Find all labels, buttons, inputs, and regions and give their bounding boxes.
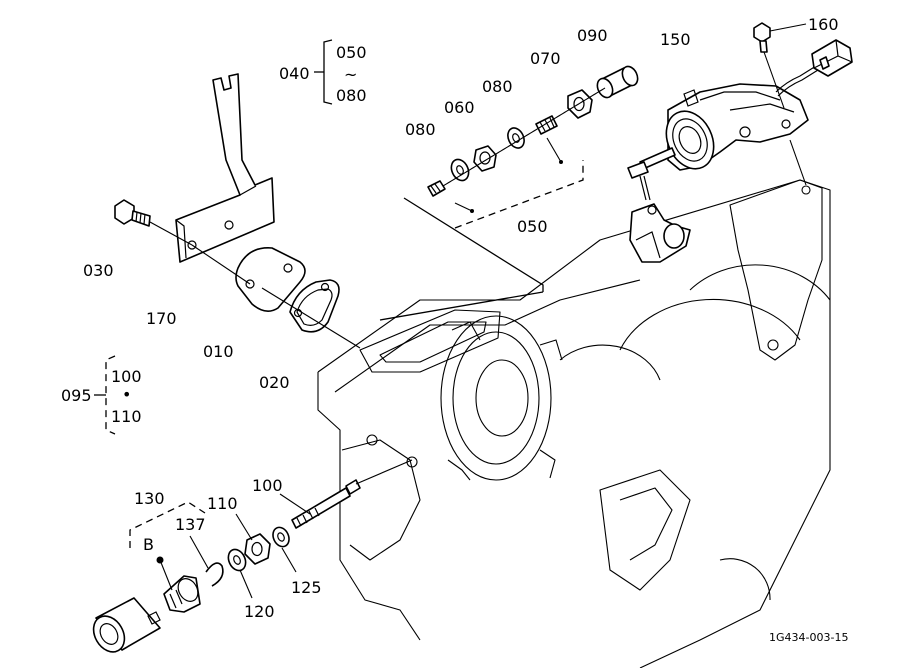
adjuster-body (156, 556, 201, 613)
label-120: 120 (244, 602, 275, 621)
washer-125 (272, 526, 297, 573)
label-B: B (143, 535, 154, 554)
gasket-020 (261, 279, 361, 349)
label-110: 110 (207, 494, 238, 513)
range-bracket-040 (314, 39, 333, 105)
bolt-160 (753, 22, 807, 109)
label-030: 030 (83, 261, 114, 280)
solenoid-mount-bracket (729, 179, 823, 361)
label-dot-sep: • (122, 385, 131, 404)
label-range-sep: ~ (344, 65, 357, 84)
wire-connector (775, 39, 853, 97)
group-bracket-130 (129, 501, 206, 548)
stop-solenoid-150 (627, 83, 809, 263)
figure-code: 1G434-003-15 (769, 631, 848, 644)
nut-110 (235, 513, 271, 565)
washer-120 (227, 548, 253, 599)
label-080-upper: 080 (482, 77, 513, 96)
bracket-170 (175, 73, 275, 263)
label-130: 130 (134, 489, 165, 508)
label-020: 020 (259, 373, 290, 392)
label-010: 010 (203, 342, 234, 361)
label-170: 170 (146, 309, 177, 328)
label-100-range: 100 (111, 367, 142, 386)
label-080-lower: 080 (405, 120, 436, 139)
label-070: 070 (530, 49, 561, 68)
label-050-range: 050 (336, 43, 367, 62)
cover-cap-130 (92, 597, 161, 653)
label-040: 040 (279, 64, 310, 83)
label-160: 160 (808, 15, 839, 34)
label-060: 060 (444, 98, 475, 117)
label-125: 125 (291, 578, 322, 597)
label-050-group: 050 (517, 217, 548, 236)
label-090: 090 (577, 26, 608, 45)
gear-case-outline (317, 179, 831, 668)
label-100: 100 (252, 476, 283, 495)
adjusting-screw-100 (279, 459, 413, 529)
snap-ring-137 (189, 535, 224, 587)
label-080-range: 080 (336, 86, 367, 105)
bolt-030 (114, 199, 193, 246)
label-137: 137 (175, 515, 206, 534)
label-150: 150 (660, 30, 691, 49)
label-095: 095 (61, 386, 92, 405)
range-bracket-095 (94, 355, 116, 435)
label-110-range: 110 (111, 407, 142, 426)
adjuster-set-050 (379, 65, 639, 321)
cover-plate-010 (191, 244, 306, 312)
